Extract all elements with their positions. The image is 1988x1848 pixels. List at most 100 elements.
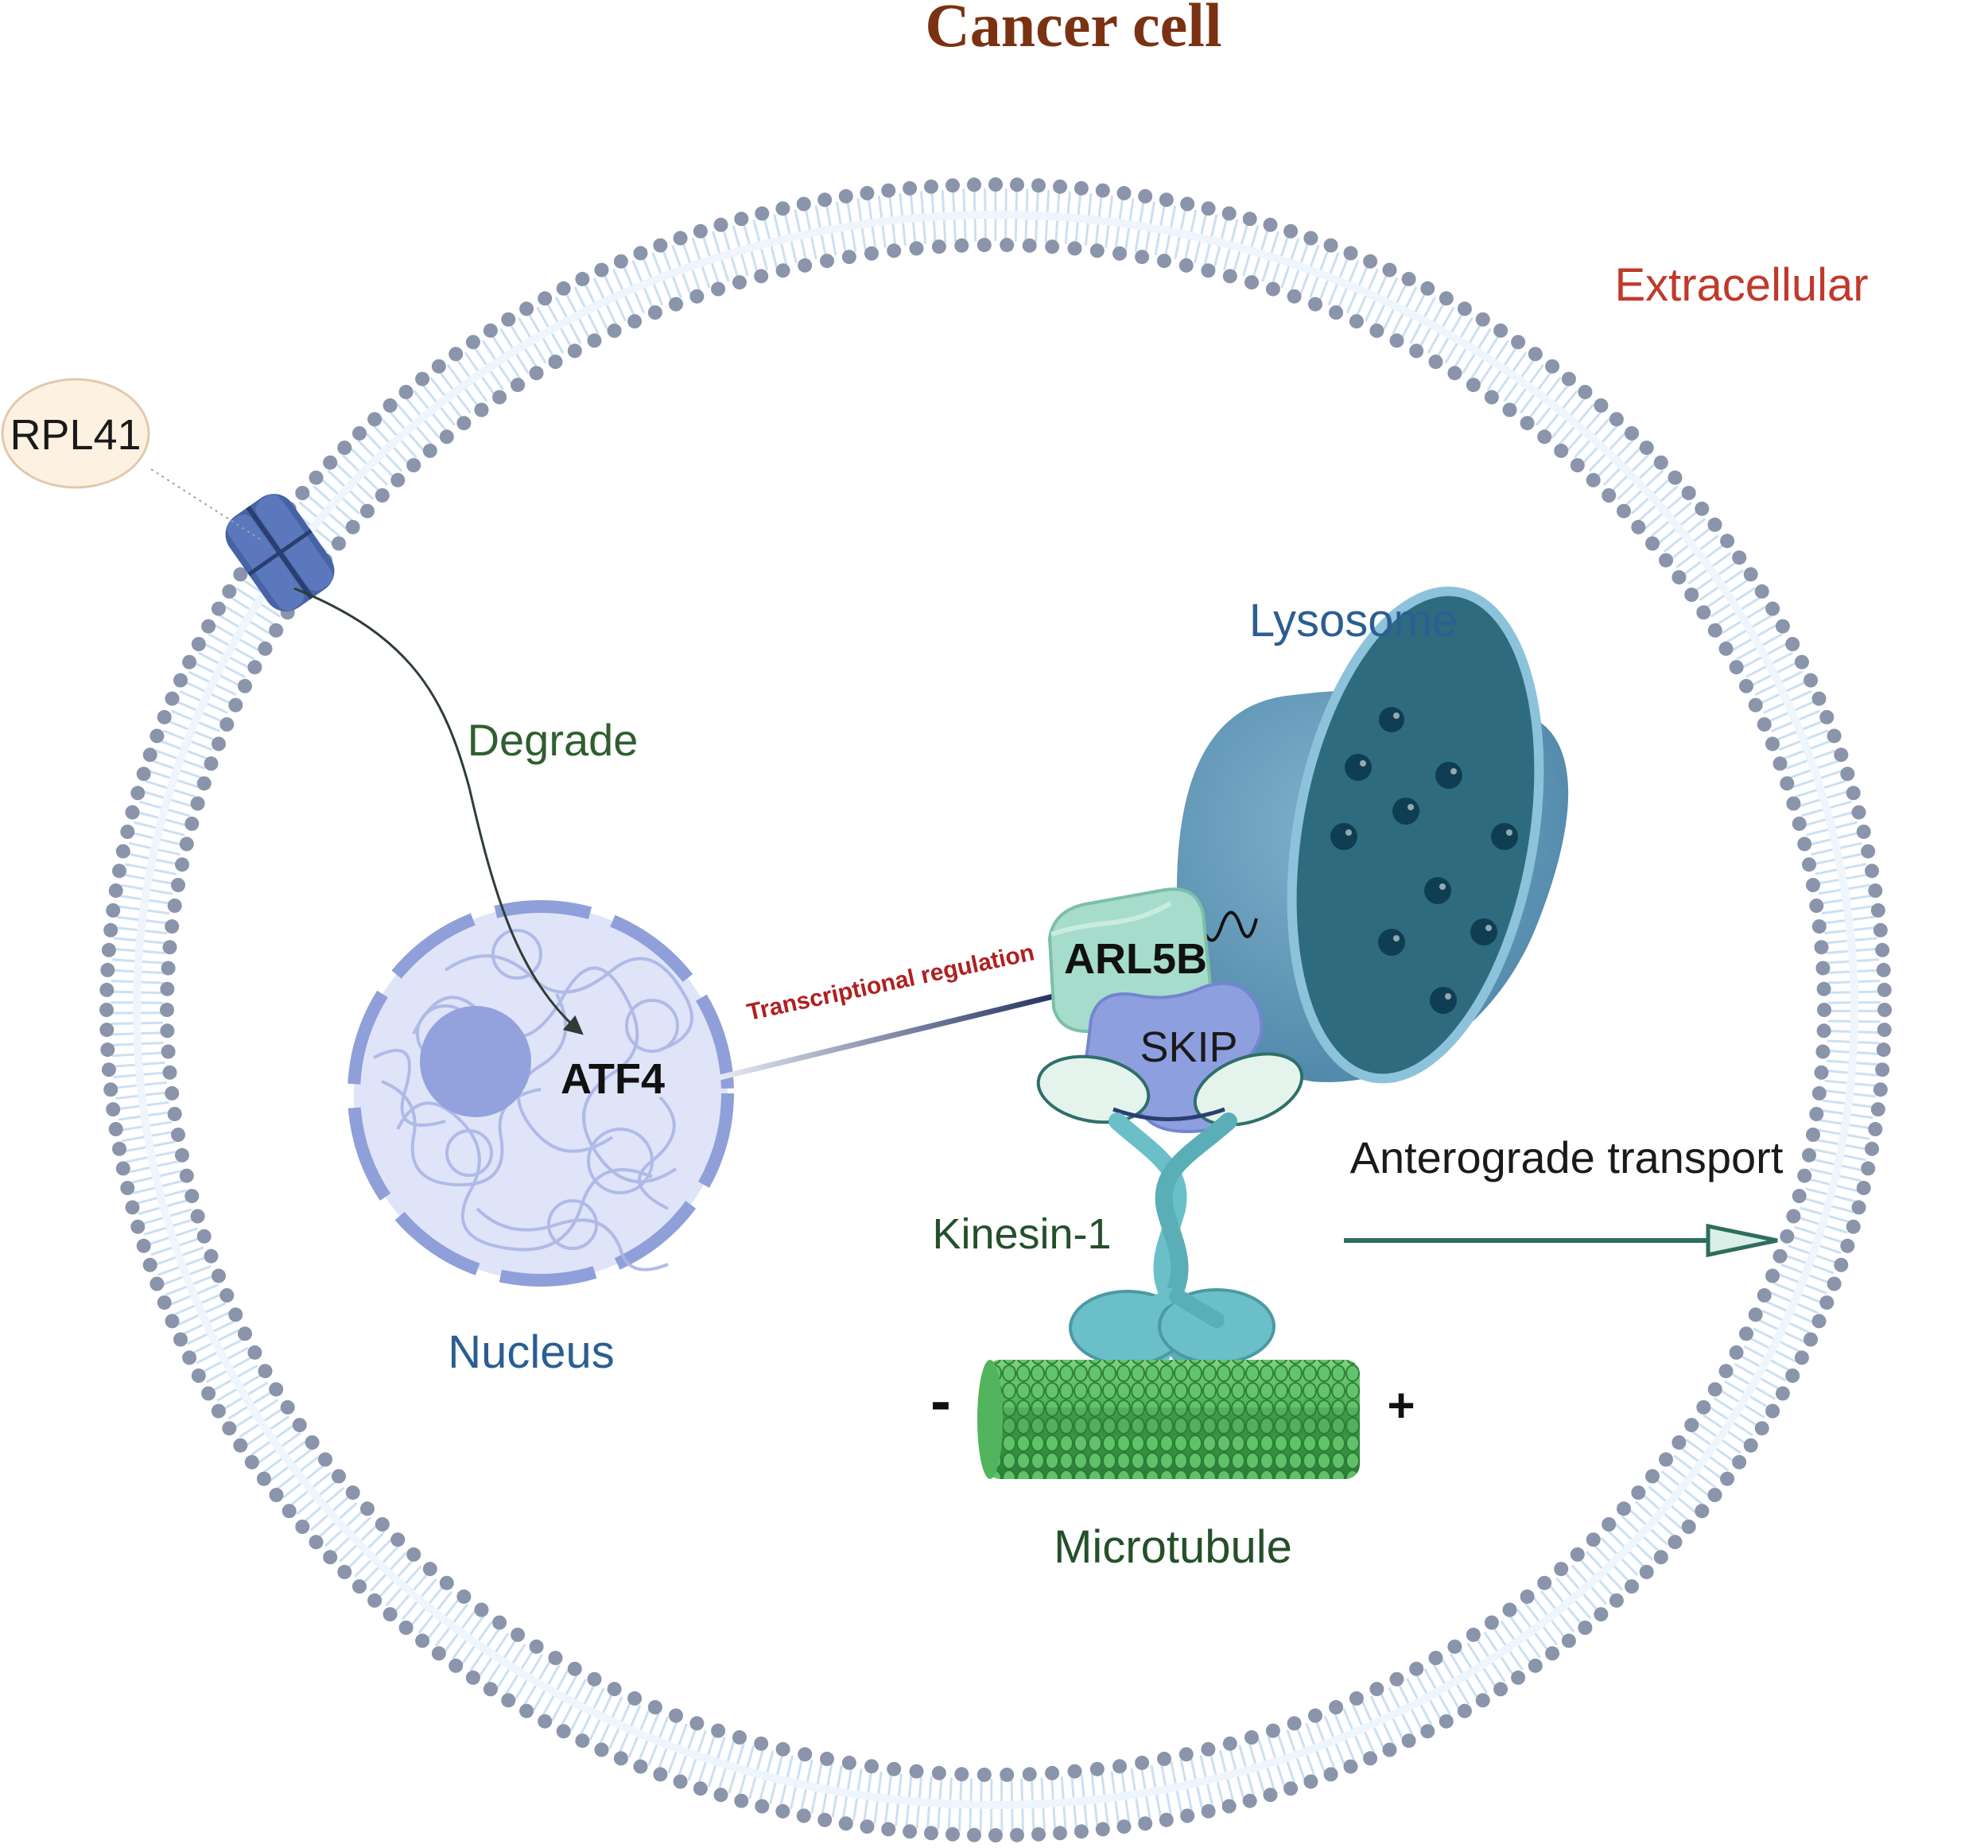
membrane-outer-head: [483, 1682, 498, 1697]
membrane-outer-head: [1561, 1633, 1576, 1648]
membrane-inner-head: [607, 323, 622, 338]
membrane-outer-head: [1116, 1819, 1132, 1834]
membrane-inner-head: [247, 1345, 262, 1360]
membrane-inner-head: [1222, 1736, 1237, 1751]
membrane-outer-head: [1420, 281, 1435, 296]
membrane-inner-head: [864, 246, 879, 261]
membrane-inner-head: [375, 1517, 390, 1532]
membrane-inner-head: [1739, 1326, 1753, 1341]
membrane-outer-head: [1681, 486, 1696, 500]
membrane-outer-head: [1138, 1816, 1153, 1831]
membrane-inner-head: [1806, 1128, 1820, 1142]
membrane-inner-head: [179, 837, 194, 852]
membrane-outer-head: [125, 805, 140, 820]
membrane-outer-head: [222, 1421, 237, 1436]
membrane-outer-head: [1870, 903, 1885, 918]
membrane-inner-head: [1773, 756, 1788, 771]
membrane-inner-head: [228, 697, 243, 712]
membrane-inner-head: [1112, 1759, 1127, 1774]
membrane-outer-head: [1754, 1421, 1769, 1436]
membrane-inner-head: [1765, 1268, 1780, 1283]
membrane-inner-head: [422, 1562, 437, 1577]
membrane-outer-head: [337, 1564, 352, 1579]
membrane-inner-head: [548, 1651, 563, 1665]
membrane-outer-head: [556, 1724, 571, 1739]
membrane-outer-head: [903, 1824, 918, 1839]
membrane-inner-head: [258, 641, 273, 656]
membrane-inner-head: [627, 1691, 643, 1706]
membrane-outer-head: [838, 1816, 853, 1831]
membrane-outer-head: [1811, 691, 1827, 706]
membrane-outer-head: [415, 371, 430, 386]
membrane-outer-head: [1639, 441, 1654, 456]
membrane-outer-head: [1865, 1141, 1879, 1156]
membrane-inner-head: [1802, 1147, 1816, 1163]
membrane-outer-head: [1870, 1102, 1885, 1117]
membrane-inner-head: [1792, 816, 1807, 831]
membrane-outer-head: [1720, 1471, 1735, 1486]
kinesin-1-label: Kinesin-1: [932, 1210, 1111, 1258]
membrane-outer-head: [130, 786, 146, 801]
membrane-inner-head: [1045, 1765, 1060, 1780]
membrane-outer-head: [233, 1438, 248, 1453]
membrane-outer-head: [1511, 335, 1526, 350]
membrane-outer-head: [1681, 1520, 1696, 1534]
membrane-outer-head: [1053, 1826, 1067, 1841]
membrane-outer-head: [1031, 178, 1046, 193]
membrane-outer-head: [1343, 246, 1358, 261]
membrane-inner-head: [1466, 378, 1481, 393]
membrane-outer-head: [1819, 1295, 1835, 1310]
membrane-inner-head: [456, 1589, 472, 1604]
membrane-outer-head: [222, 584, 237, 599]
membrane-outer-head: [1873, 1082, 1888, 1097]
membrane-inner-head: [954, 238, 969, 253]
membrane-outer-head: [1053, 179, 1067, 194]
membrane-inner-head: [332, 536, 346, 551]
membrane-outer-head: [1695, 1504, 1710, 1519]
membrane-outer-head: [1401, 271, 1416, 286]
membrane-outer-head: [1457, 1703, 1472, 1718]
membrane-outer-head: [1031, 1827, 1046, 1842]
membrane-outer-head: [796, 1808, 811, 1823]
membrane-inner-head: [669, 297, 683, 312]
membrane-inner-head: [567, 344, 582, 359]
membrane-inner-head: [587, 333, 602, 348]
membrane-inner-head: [1389, 1671, 1404, 1687]
membrane-outer-head: [519, 301, 534, 316]
membrane-inner-head: [754, 1736, 769, 1751]
membrane-inner-head: [1222, 269, 1237, 284]
membrane-outer-head: [1695, 501, 1710, 516]
membrane-outer-head: [182, 654, 197, 670]
membrane-outer-head: [1856, 825, 1871, 839]
membrane-inner-head: [587, 1671, 602, 1687]
membrane-inner-head: [1602, 488, 1617, 503]
membrane-outer-head: [106, 903, 121, 918]
membrane-outer-head: [924, 179, 938, 194]
membrane-inner-head: [1729, 1345, 1744, 1360]
membrane-inner-head: [406, 458, 421, 473]
membrane-inner-head: [160, 1003, 174, 1017]
membrane-inner-head: [345, 519, 360, 534]
membrane-outer-head: [295, 1520, 310, 1534]
membrane-inner-head: [175, 1147, 189, 1163]
membrane-outer-head: [1221, 206, 1237, 221]
membrane-inner-head: [165, 1085, 180, 1101]
membrane-outer-head: [191, 637, 206, 651]
membrane-outer-head: [1511, 1670, 1526, 1685]
membrane-inner-head: [219, 717, 235, 732]
membrane-inner-head: [931, 1765, 946, 1780]
membrane-outer-head: [1876, 1042, 1891, 1058]
membrane-outer-head: [211, 601, 226, 616]
membrane-inner-head: [160, 981, 175, 996]
membrane-inner-head: [1409, 1661, 1424, 1676]
membrane-outer-head: [1877, 982, 1892, 997]
membrane-outer-head: [945, 178, 960, 193]
membrane-outer-head: [519, 1703, 534, 1718]
membrane-inner-head: [1802, 857, 1816, 872]
membrane-outer-head: [142, 1257, 157, 1272]
membrane-inner-head: [1000, 1767, 1015, 1782]
membrane-outer-head: [1732, 1454, 1747, 1469]
membrane-outer-head: [256, 1471, 271, 1486]
membrane-outer-head: [1707, 517, 1722, 532]
membrane-inner-head: [184, 1189, 200, 1204]
